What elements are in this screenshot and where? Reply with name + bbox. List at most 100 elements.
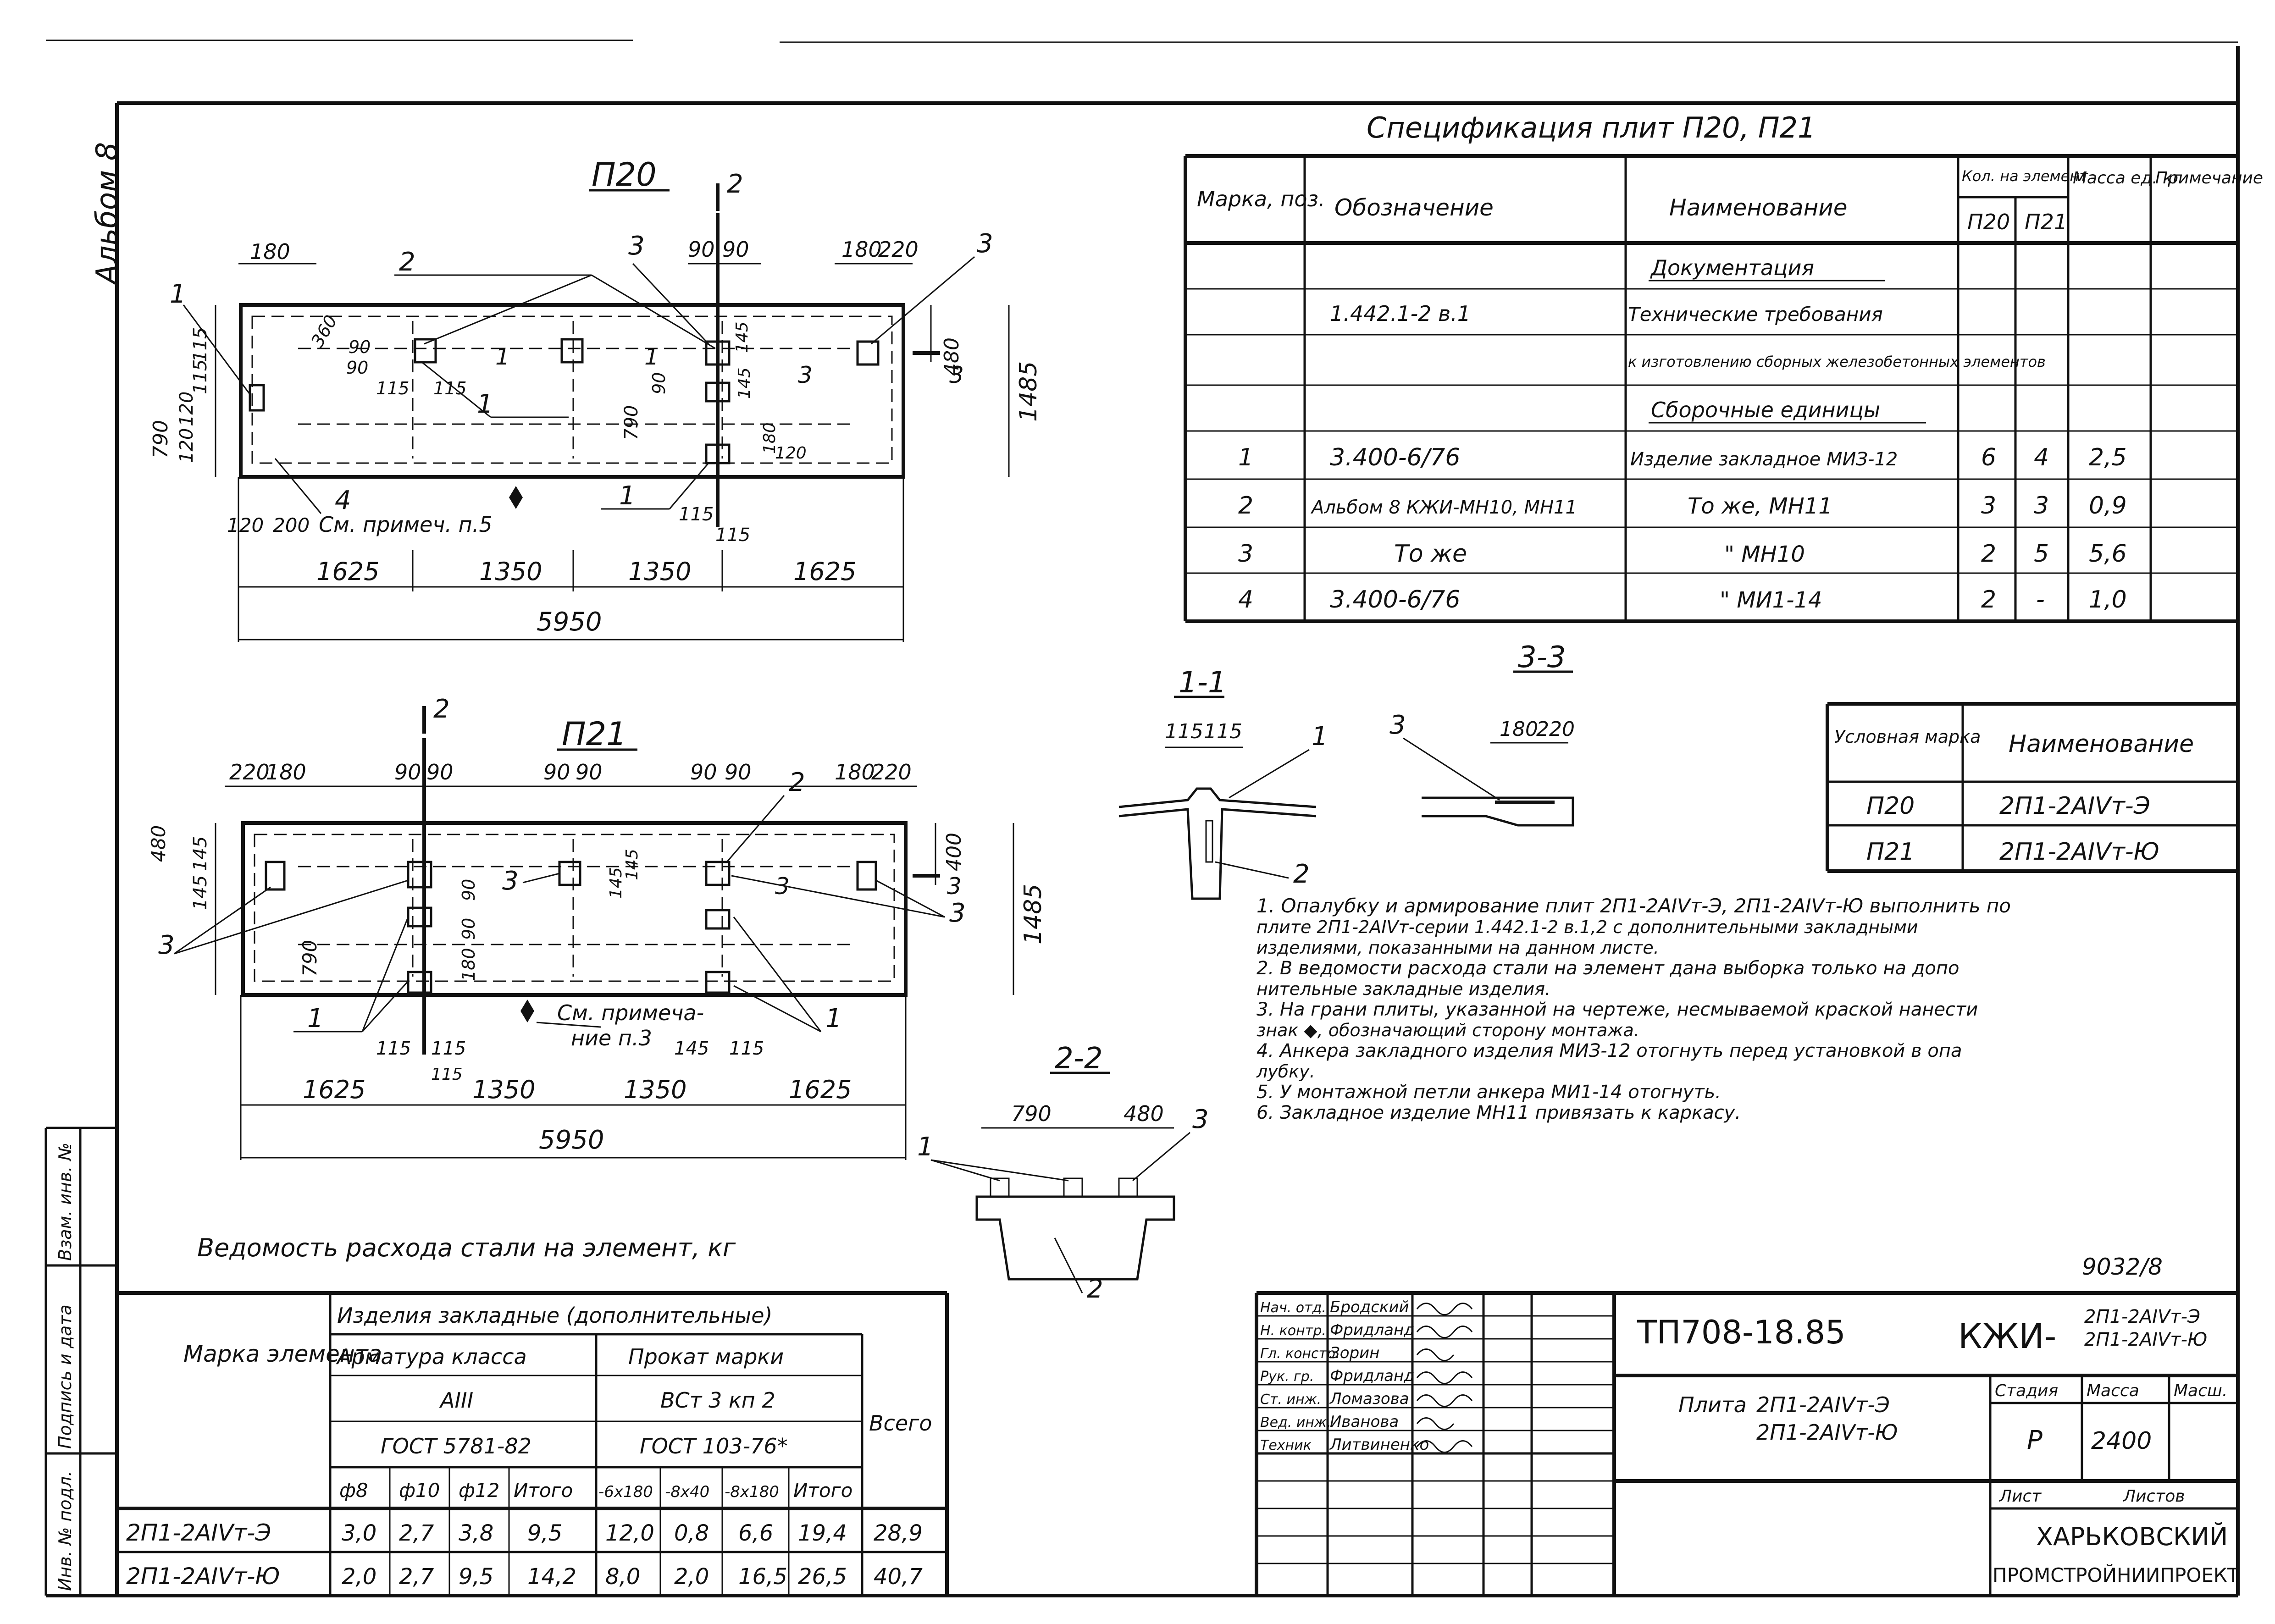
p20-section-label: 3 bbox=[798, 362, 813, 388]
steel-cell: 9,5 bbox=[527, 1520, 562, 1546]
p20-section-label: 3 bbox=[949, 362, 964, 388]
p21-top-dim: 90 bbox=[576, 760, 603, 784]
cond-row-mark: П20 bbox=[1866, 792, 1915, 820]
steel-cell: 16,5 bbox=[738, 1564, 787, 1590]
p20-left-dim: 120 bbox=[176, 428, 197, 463]
section-title: 1-1 bbox=[1179, 666, 1227, 700]
spec-row-designation: Альбом 8 КЖИ-МН10, МН11 bbox=[1310, 497, 1577, 518]
p20-plate bbox=[856, 340, 880, 366]
spec-row-p20: 2 bbox=[1981, 540, 1996, 568]
section-profile bbox=[1422, 796, 1574, 827]
spec-row-mass: 5,6 bbox=[2089, 540, 2127, 568]
cond-row-mark: П21 bbox=[1866, 838, 1915, 866]
p21-top-dim: 220 bbox=[871, 760, 912, 784]
plan-p21: 2 П21 220 180 90 90 90 90 90 90 180 220 bbox=[147, 694, 1047, 1160]
section-dim: 480 bbox=[1124, 1101, 1164, 1126]
leader-line bbox=[733, 917, 822, 1032]
p20-top-dim: 220 bbox=[878, 237, 919, 262]
tb-person: Фридланд bbox=[1330, 1321, 1415, 1339]
section-callout: 1 bbox=[1312, 722, 1328, 751]
leader-line bbox=[632, 263, 709, 345]
p21-top-dim: 220 bbox=[229, 760, 270, 784]
section-title: 2-2 bbox=[1055, 1042, 1103, 1076]
p21-inner-dim: 145 bbox=[623, 849, 642, 880]
leader-line bbox=[536, 1022, 601, 1028]
section-dim: 220 bbox=[1536, 718, 1575, 741]
p21-plate bbox=[558, 861, 581, 886]
note-line: лубку. bbox=[1256, 1061, 1315, 1082]
leader-line bbox=[1215, 861, 1289, 879]
p20-plate bbox=[560, 338, 584, 364]
signature bbox=[1416, 1417, 1455, 1430]
signature bbox=[1416, 1326, 1473, 1338]
p21-plate bbox=[705, 971, 731, 994]
p21-left-dim: 145 bbox=[190, 875, 211, 910]
tb-person: Ломазова bbox=[1329, 1390, 1409, 1408]
steel-row-mark: 2П1-2АIVт-Ю bbox=[126, 1563, 280, 1590]
mount-side-mark-icon bbox=[509, 486, 523, 509]
p21-inner-dim: 115 bbox=[431, 1065, 463, 1084]
p21-bottom-dim: 1625 bbox=[789, 1075, 852, 1104]
p21-total: 5950 bbox=[539, 1125, 604, 1155]
leader-line bbox=[522, 873, 560, 884]
section-1-1: 1-1 115 115 1 2 bbox=[1118, 666, 1328, 900]
cond-row-name: 2П1-2АIVт-Ю bbox=[1999, 838, 2159, 866]
p20-note-ref: См. примеч. п.5 bbox=[319, 512, 493, 537]
steel-h-prokat: Прокат марки bbox=[628, 1344, 784, 1369]
p21-left-dim: 480 bbox=[147, 825, 170, 862]
steel-cell: 3,0 bbox=[342, 1520, 376, 1546]
spec-row-mass: 1,0 bbox=[2089, 586, 2127, 613]
tb-sheets-h: Листов bbox=[2122, 1487, 2185, 1506]
tb-role: Нач. отд. bbox=[1260, 1300, 1326, 1316]
spec-row-name: " МН10 bbox=[1724, 541, 1805, 567]
p20-bottom-dim: 1625 bbox=[316, 557, 379, 586]
p20-inner-dim: 145 bbox=[735, 367, 754, 399]
cond-row-name: 2П1-2АIVт-Э bbox=[1999, 792, 2150, 820]
p20-callout: 2 bbox=[399, 247, 415, 277]
steel-h-arm-gost: ГОСТ 5781-82 bbox=[381, 1434, 531, 1458]
spec-row-p21: 3 bbox=[2034, 492, 2049, 519]
tb-product-code: 2П1-2АIVт-Э bbox=[1756, 1392, 1890, 1417]
notes: 1. Опалубку и армирование плит 2П1-2АIVт… bbox=[1256, 895, 2011, 1123]
spec-h-p21: П21 bbox=[2025, 210, 2067, 234]
leader-line bbox=[174, 879, 409, 955]
steel-cell: 2,7 bbox=[399, 1564, 434, 1590]
leader-line bbox=[871, 256, 975, 345]
note-line: 2. В ведомости расхода стали на элемент … bbox=[1257, 958, 1959, 979]
tb-org: ПРОМСТРОЙНИИПРОЕКТ bbox=[1993, 1563, 2239, 1586]
tb-mass: 2400 bbox=[2091, 1427, 2152, 1455]
spec-row-p21: 4 bbox=[2034, 444, 2049, 471]
spec-row-designation: То же bbox=[1394, 540, 1467, 568]
p21-callout: 3 bbox=[502, 866, 519, 896]
p20-inner-dim: 120 bbox=[775, 444, 807, 463]
p21-section-label: 3 bbox=[947, 873, 962, 900]
signature bbox=[1416, 1394, 1473, 1407]
tb-sheet-h: Лист bbox=[1998, 1487, 2042, 1506]
section-callout: 2 bbox=[1087, 1274, 1103, 1304]
p20-inner-dim: 115 bbox=[376, 378, 410, 398]
leader-line bbox=[183, 304, 251, 395]
steel-table: Ведомость расхода стали на элемент, кг М… bbox=[117, 1233, 949, 1596]
tb-person: Литвиненко bbox=[1329, 1436, 1429, 1454]
p21-bottom-dim: 1625 bbox=[303, 1075, 365, 1104]
p20-inner-dim: 115 bbox=[679, 504, 714, 525]
p21-top-dim: 90 bbox=[690, 760, 717, 784]
p20-bottom-dim: 1625 bbox=[793, 557, 856, 586]
spec-table: Спецификация плит П20, П21 Марка, поз. О… bbox=[1184, 111, 2263, 623]
section-dim: 790 bbox=[1011, 1101, 1052, 1126]
note-line: изделиями, показанными на данном листе. bbox=[1257, 938, 1659, 958]
spec-h-qty: Кол. на элемент bbox=[1962, 167, 2088, 185]
tb-doc: ТП708-18.85 bbox=[1637, 1314, 1846, 1351]
cond-marks-table: Условная марка Наименование П20 2П1-2АIV… bbox=[1826, 702, 2238, 873]
steel-title: Ведомость расхода стали на элемент, кг bbox=[197, 1233, 736, 1262]
note-line: 1. Опалубку и армирование плит 2П1-2АIVт… bbox=[1257, 895, 2011, 917]
p21-section-mark: 2 bbox=[433, 694, 450, 724]
album-label: Альбом 8 bbox=[90, 142, 124, 286]
p21-callout: 3 bbox=[158, 930, 175, 960]
side-stamp-label: Инв. № подл. bbox=[55, 1471, 75, 1591]
tb-role: Рук. гр. bbox=[1260, 1369, 1314, 1385]
steel-cell: 3,8 bbox=[459, 1520, 493, 1546]
p21-inner-dim: 145 bbox=[674, 1038, 709, 1059]
leader-line bbox=[733, 985, 821, 1033]
